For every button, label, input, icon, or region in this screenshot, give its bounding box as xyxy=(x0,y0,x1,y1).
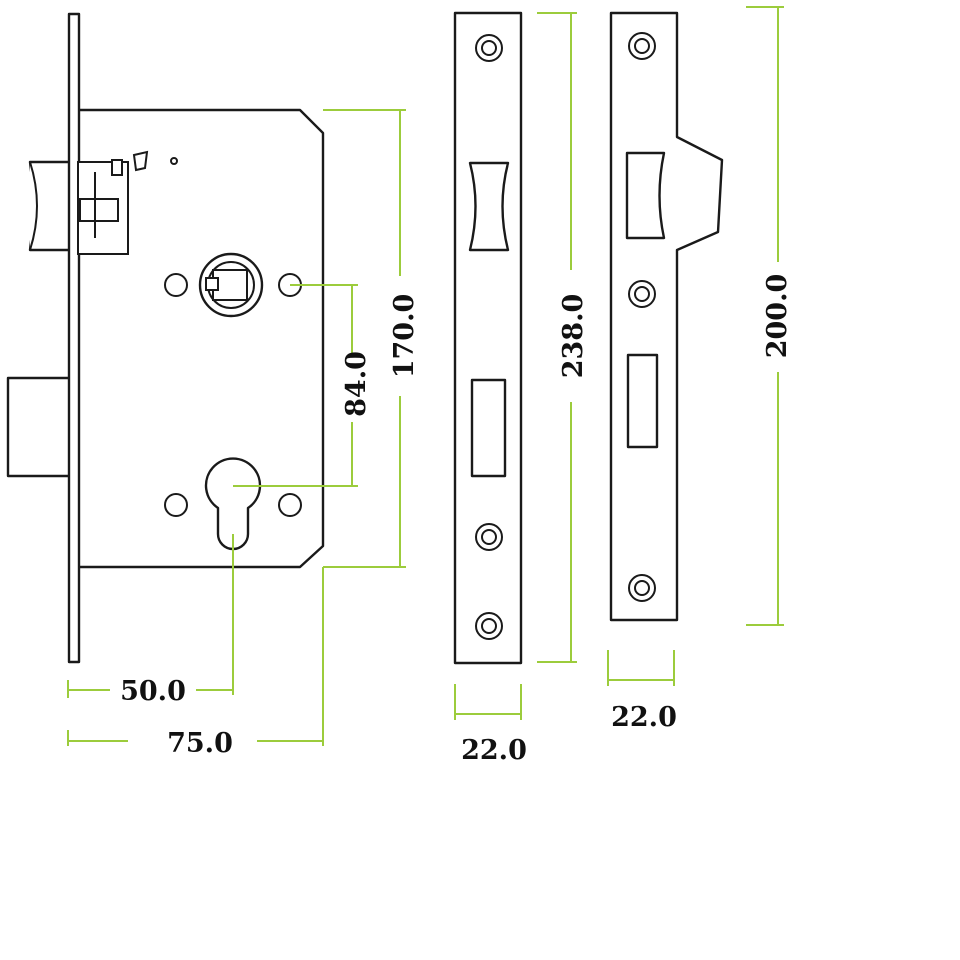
latch-aperture xyxy=(468,161,510,252)
deadbolt-keep xyxy=(626,353,659,449)
countersunk-screw-hole xyxy=(628,574,656,602)
dim-label-case-height: 170.0 xyxy=(389,294,420,379)
dim-label-case-depth: 75.0 xyxy=(167,728,233,759)
countersunk-screw-hole xyxy=(475,612,503,640)
dim-label-forend-width: 22.0 xyxy=(461,735,527,766)
countersunk-screw-hole xyxy=(628,280,656,308)
strike-dimensions: 200.0 22.0 xyxy=(607,6,793,733)
dim-label-centres: 84.0 xyxy=(341,351,372,417)
lock-case xyxy=(6,12,325,664)
dim-label-backset: 50.0 xyxy=(120,676,186,707)
countersunk-screw-hole xyxy=(475,34,503,62)
countersunk-screw-hole xyxy=(628,32,656,60)
deadbolt-aperture xyxy=(470,378,507,478)
screw-dot xyxy=(170,157,178,165)
euro-cylinder-cutout xyxy=(204,457,262,551)
latch-catch xyxy=(132,150,149,172)
forend-plate xyxy=(67,12,81,664)
body-dimensions: 84.0 170.0 50.0 75.0 xyxy=(67,109,420,759)
fixing-hole xyxy=(278,493,302,517)
dim-label-strike-length: 200.0 xyxy=(762,274,793,359)
forend-dimensions: 238.0 22.0 xyxy=(454,12,589,766)
countersunk-screw-hole xyxy=(475,523,503,551)
dead-bolt xyxy=(6,376,72,478)
fixing-hole xyxy=(164,273,188,297)
latch-lever xyxy=(111,159,123,176)
forend-face xyxy=(453,11,523,665)
dim-label-forend-length: 238.0 xyxy=(558,294,589,379)
forend-front-view xyxy=(453,11,523,665)
spindle-key xyxy=(205,277,219,291)
dim-label-strike-width: 22.0 xyxy=(611,702,677,733)
strike-plate-view xyxy=(609,11,724,622)
latch-keep xyxy=(625,151,666,240)
latch-tail xyxy=(79,198,119,222)
latch-bolt-face xyxy=(29,161,38,251)
strike-plate-face xyxy=(609,11,724,622)
fixing-hole xyxy=(164,493,188,517)
spindle-square xyxy=(212,269,248,301)
